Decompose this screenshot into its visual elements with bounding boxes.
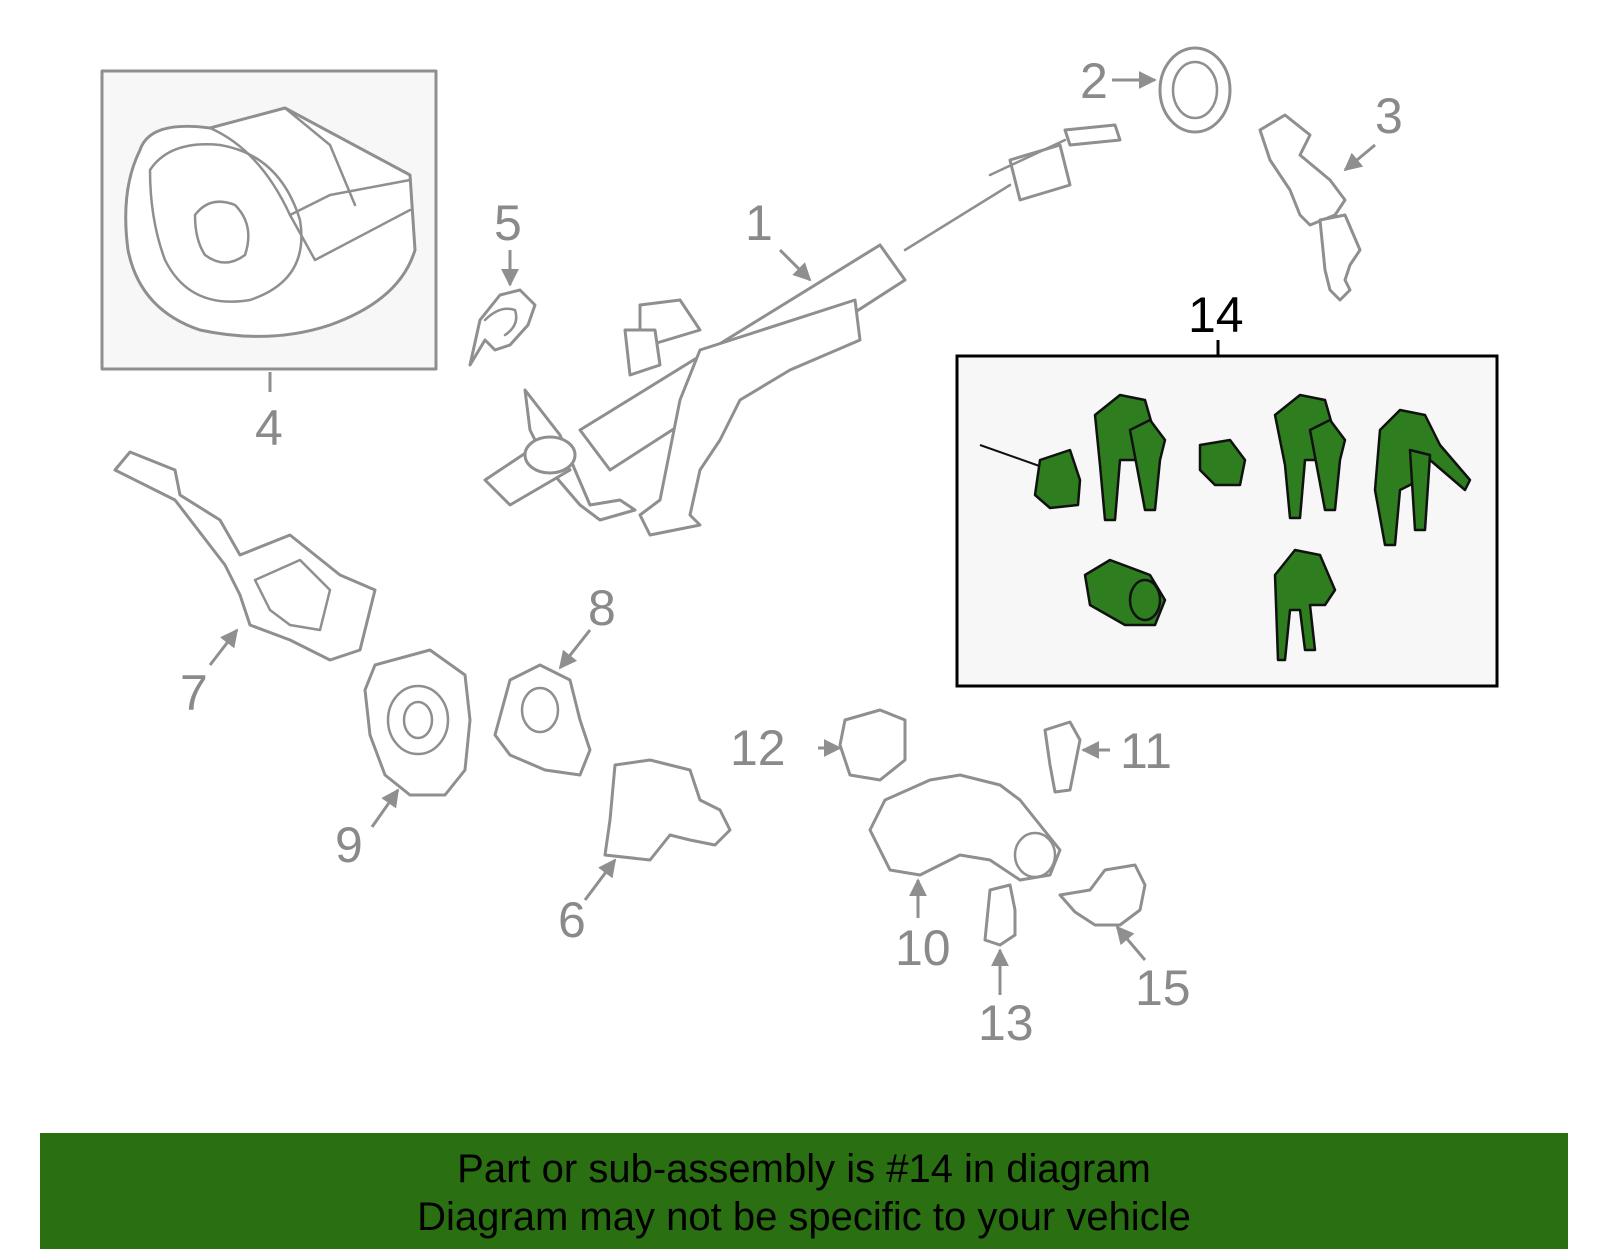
callout-7: 7 [180, 665, 208, 721]
callout-15: 15 [1135, 960, 1191, 1016]
part-3-intermediate-shaft[interactable] [1258, 113, 1376, 302]
part-15-bracket[interactable] [1058, 863, 1147, 961]
callout-1: 1 [745, 195, 773, 251]
part-12-component[interactable] [818, 708, 907, 782]
callout-12: 12 [730, 720, 786, 776]
footer-banner: Part or sub-assembly is #14 in diagram D… [40, 1133, 1568, 1249]
callout-6: 6 [558, 892, 586, 948]
part-13-switch[interactable] [983, 883, 1017, 995]
footer-line-1: Part or sub-assembly is #14 in diagram [457, 1147, 1151, 1191]
part-6-switch-assembly[interactable] [583, 758, 732, 901]
part-1-steering-column[interactable] [483, 123, 1122, 537]
callout-13: 13 [978, 995, 1034, 1051]
part-8-sensor[interactable] [493, 629, 592, 777]
part-11-connector[interactable] [1043, 720, 1110, 794]
part-10-lock-housing[interactable] [868, 773, 1062, 918]
part-5-bracket[interactable] [468, 250, 537, 367]
callout-3: 3 [1375, 88, 1403, 144]
part-7-combination-switch[interactable] [113, 450, 377, 666]
part-4-column-cover[interactable] [100, 69, 438, 392]
part-9-clock-spring[interactable] [363, 648, 472, 828]
callout-5: 5 [494, 195, 522, 251]
callout-9: 9 [335, 817, 363, 873]
callout-2: 2 [1080, 53, 1108, 109]
part-14-lock-cylinder-set[interactable] [955, 354, 1499, 688]
callout-10: 10 [895, 920, 951, 976]
callout-11: 11 [1120, 723, 1172, 779]
part-2-ring[interactable] [1112, 46, 1232, 134]
callout-8: 8 [588, 580, 616, 636]
callout-14: 14 [1188, 287, 1244, 343]
footer-line-2: Diagram may not be specific to your vehi… [417, 1195, 1191, 1239]
callout-4: 4 [255, 400, 283, 456]
